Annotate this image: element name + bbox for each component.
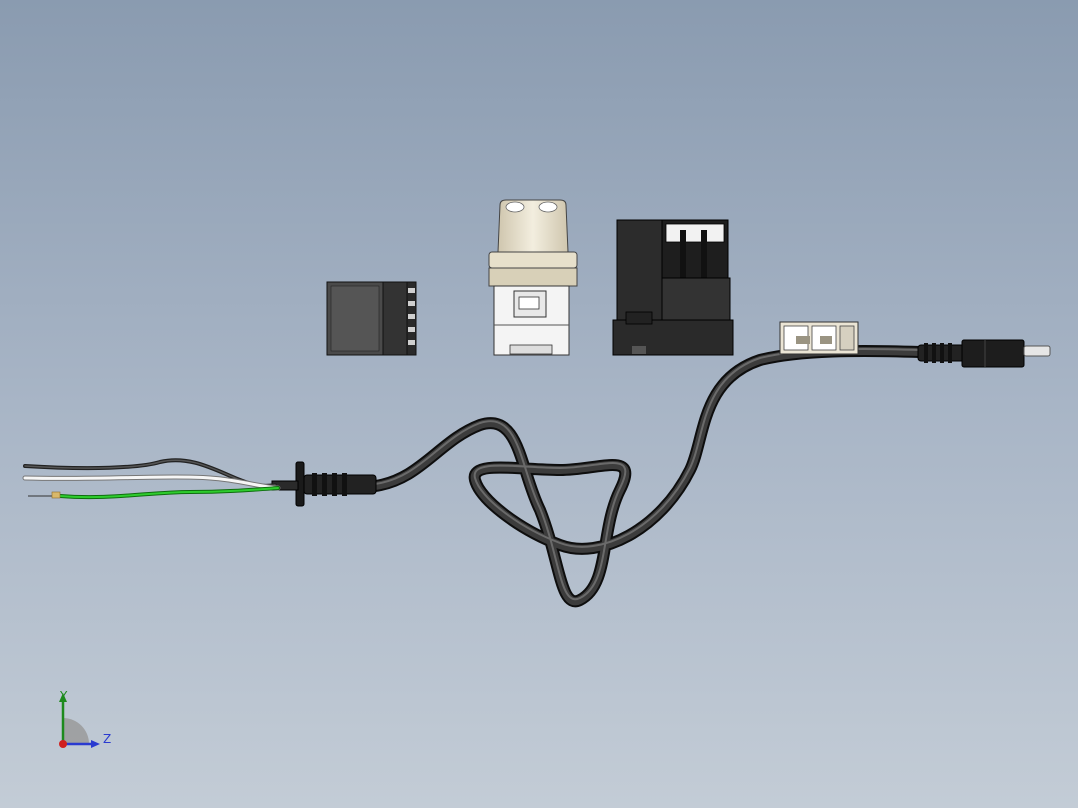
triad-quadrant [63,718,89,744]
x-axis-origin-icon [59,740,67,748]
z-arrow-icon [91,740,100,748]
triad-z-label: Z [103,732,112,746]
inline-connector[interactable] [779,321,859,355]
round-connector[interactable] [488,199,578,356]
power-cord[interactable] [271,339,1051,608]
loose-wires [22,458,281,500]
coordinate-triad [59,693,100,748]
relay-housing[interactable] [612,219,734,356]
y-arrow-icon [59,693,67,702]
strain-relief-left [271,461,377,507]
triad-y-label: Y [60,689,68,703]
plug-end[interactable] [917,339,1051,368]
terminal-block[interactable] [326,281,417,356]
